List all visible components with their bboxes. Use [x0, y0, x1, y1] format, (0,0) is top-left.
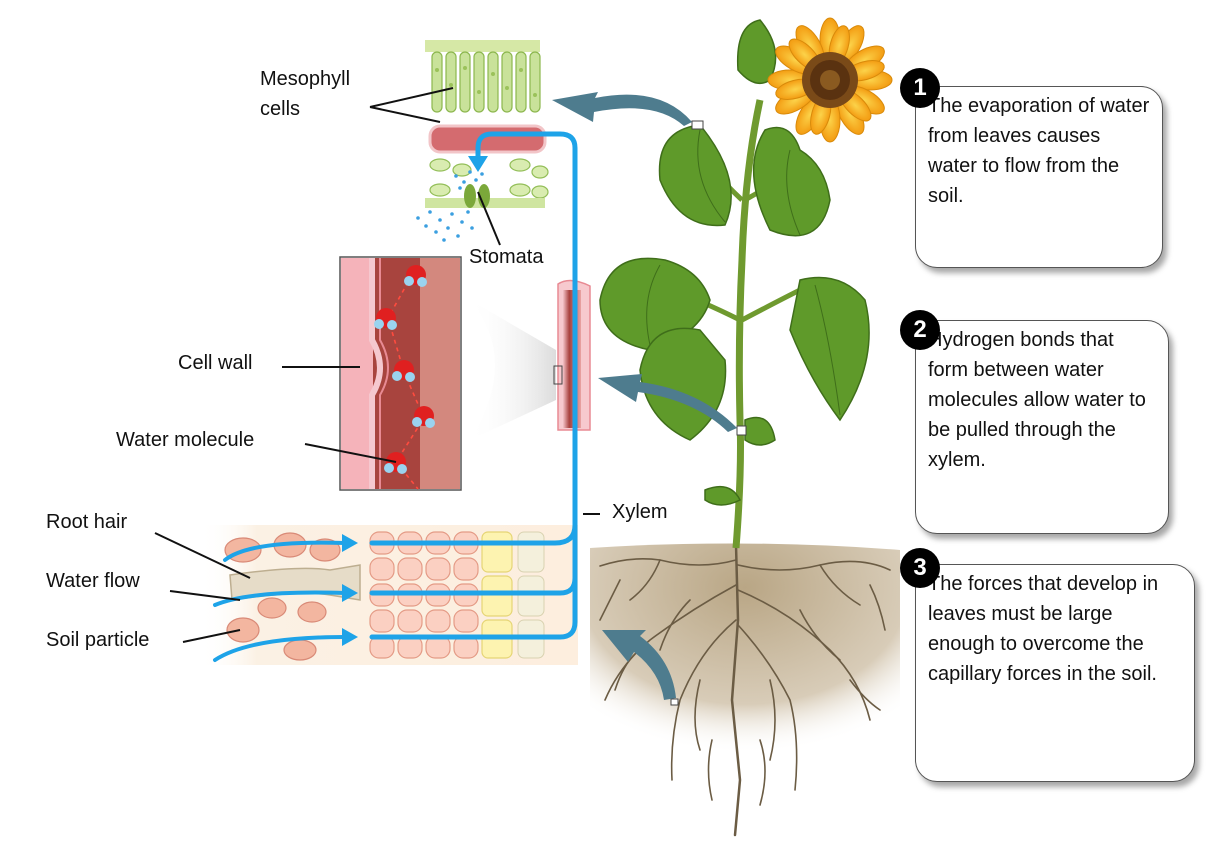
- step-2-text: Hydrogen bonds that form between water m…: [928, 329, 1146, 471]
- xylem-zoom-panel: [339, 256, 462, 491]
- soil: [590, 543, 900, 765]
- callout-step-1: The evaporation of water from leaves cau…: [915, 86, 1163, 268]
- water-flow-arrowheads: [342, 156, 488, 646]
- step-3-text: The forces that develop in leaves must b…: [928, 573, 1159, 685]
- pointer-arrows: [552, 92, 737, 700]
- callout-step-3: The forces that develop in leaves must b…: [915, 564, 1195, 782]
- label-cell-wall: Cell wall: [178, 352, 253, 374]
- label-xylem: Xylem: [612, 501, 668, 523]
- label-stomata: Stomata: [469, 246, 544, 268]
- label-soil-particle: Soil particle: [46, 629, 150, 651]
- root-zoom-marker: [670, 698, 679, 706]
- callout-step-2: Hydrogen bonds that form between water m…: [915, 320, 1169, 534]
- label-mesophyll-cells: Mesophyll cells: [260, 68, 351, 120]
- step-2-badge: 2: [900, 310, 940, 350]
- step-3-badge: 3: [900, 548, 940, 588]
- xylem-vessel: [553, 279, 591, 431]
- leaf-cross-section: [416, 40, 549, 242]
- label-root-hair: Root hair: [46, 511, 128, 533]
- water-flow-path: [213, 131, 578, 662]
- sunflower-plant: [599, 19, 870, 549]
- step-1-text: The evaporation of water from leaves cau…: [928, 95, 1150, 207]
- label-water-flow: Water flow: [46, 570, 140, 592]
- leaf-zoom-marker: [691, 120, 704, 130]
- leader-lines: [154, 87, 600, 643]
- label-water-molecule: Water molecule: [116, 429, 255, 451]
- zoom-beam: [470, 300, 556, 440]
- stem-zoom-marker: [736, 425, 747, 436]
- step-1-badge: 1: [900, 68, 940, 108]
- sunflower-head: [767, 17, 893, 143]
